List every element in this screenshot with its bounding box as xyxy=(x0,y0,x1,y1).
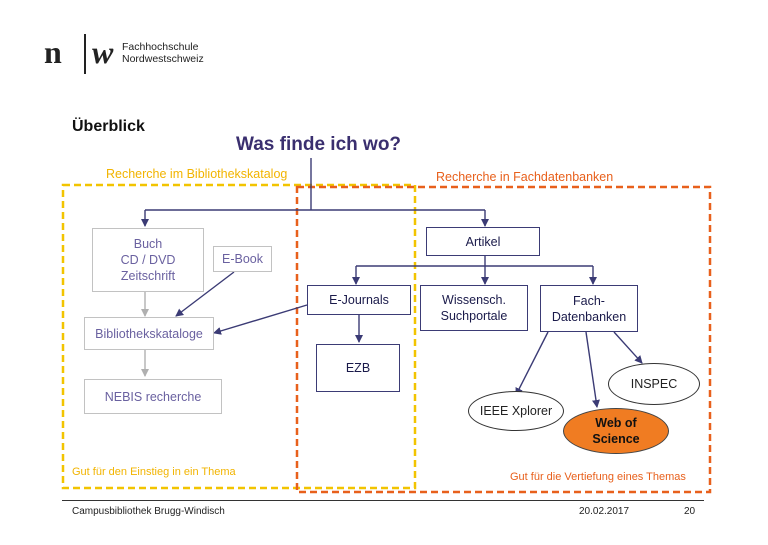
node-wos-line1: Web of xyxy=(595,416,637,430)
node-buch-line3: Zeitschrift xyxy=(120,269,176,283)
institution-line1: Fachhochschule xyxy=(122,41,199,53)
node-artikel: Artikel xyxy=(426,227,540,256)
node-fach-datenbanken: Fach- Datenbanken xyxy=(540,285,638,332)
footer-date: 20.02.2017 xyxy=(579,506,630,517)
logo-divider xyxy=(84,34,86,74)
node-inspec: INSPEC xyxy=(608,363,700,405)
node-ebook: E-Book xyxy=(213,246,272,272)
institution-name: Fachhochschule Nordwestschweiz xyxy=(122,41,204,65)
node-ieee-xplorer: IEEE Xplorer xyxy=(468,391,564,431)
zone-databases-note: Gut für die Vertiefung eines Themas xyxy=(510,471,686,483)
node-bibliothekskataloge: Bibliothekskataloge xyxy=(84,317,214,350)
logo: n xyxy=(44,36,62,68)
connector-fach-wos xyxy=(585,331,600,408)
connector-ebook-katalog xyxy=(175,271,235,317)
node-fach-line1: Fach- xyxy=(573,293,605,308)
connector-fach-inspec xyxy=(613,331,643,364)
node-web-of-science: Web of Science xyxy=(563,408,669,454)
zone-catalog-frame xyxy=(61,183,417,490)
node-wos-line2: Science xyxy=(592,432,640,446)
footer-left: Campusbibliothek Brugg-Windisch xyxy=(72,506,225,517)
node-ejournals: E-Journals xyxy=(307,285,411,315)
zone-databases-title: Recherche in Fachdatenbanken xyxy=(436,170,614,184)
node-wissensch-line1: Wissensch. xyxy=(442,293,506,307)
main-question: Was finde ich wo? xyxy=(236,134,402,155)
node-fach-line2: Datenbanken xyxy=(551,309,627,324)
node-buch-line1: Buch xyxy=(133,237,163,251)
footer-divider xyxy=(62,500,704,501)
logo-w: w xyxy=(92,34,114,70)
node-nebis-recherche: NEBIS recherche xyxy=(84,379,222,414)
connector-ejournals-katalog xyxy=(213,304,308,335)
connector-fach-ieee xyxy=(515,331,549,396)
institution-line2: Nordwestschweiz xyxy=(122,53,204,65)
logo-n: n xyxy=(44,34,62,70)
node-buch-line2: CD / DVD xyxy=(120,253,176,267)
footer-page-number: 20 xyxy=(684,506,696,517)
node-buch-cd-zeitschrift: Buch CD / DVD Zeitschrift xyxy=(92,228,204,292)
node-ezb: EZB xyxy=(316,344,400,392)
zone-catalog-note: Gut für den Einstieg in ein Thema xyxy=(72,466,236,478)
node-wissensch-suchportale: Wissensch. Suchportale xyxy=(420,285,528,331)
section-title: Überblick xyxy=(72,118,145,135)
zone-catalog-title: Recherche im Bibliothekskatalog xyxy=(106,167,288,181)
node-wissensch-line2: Suchportale xyxy=(440,309,508,323)
zone-databases-frame xyxy=(295,185,712,494)
